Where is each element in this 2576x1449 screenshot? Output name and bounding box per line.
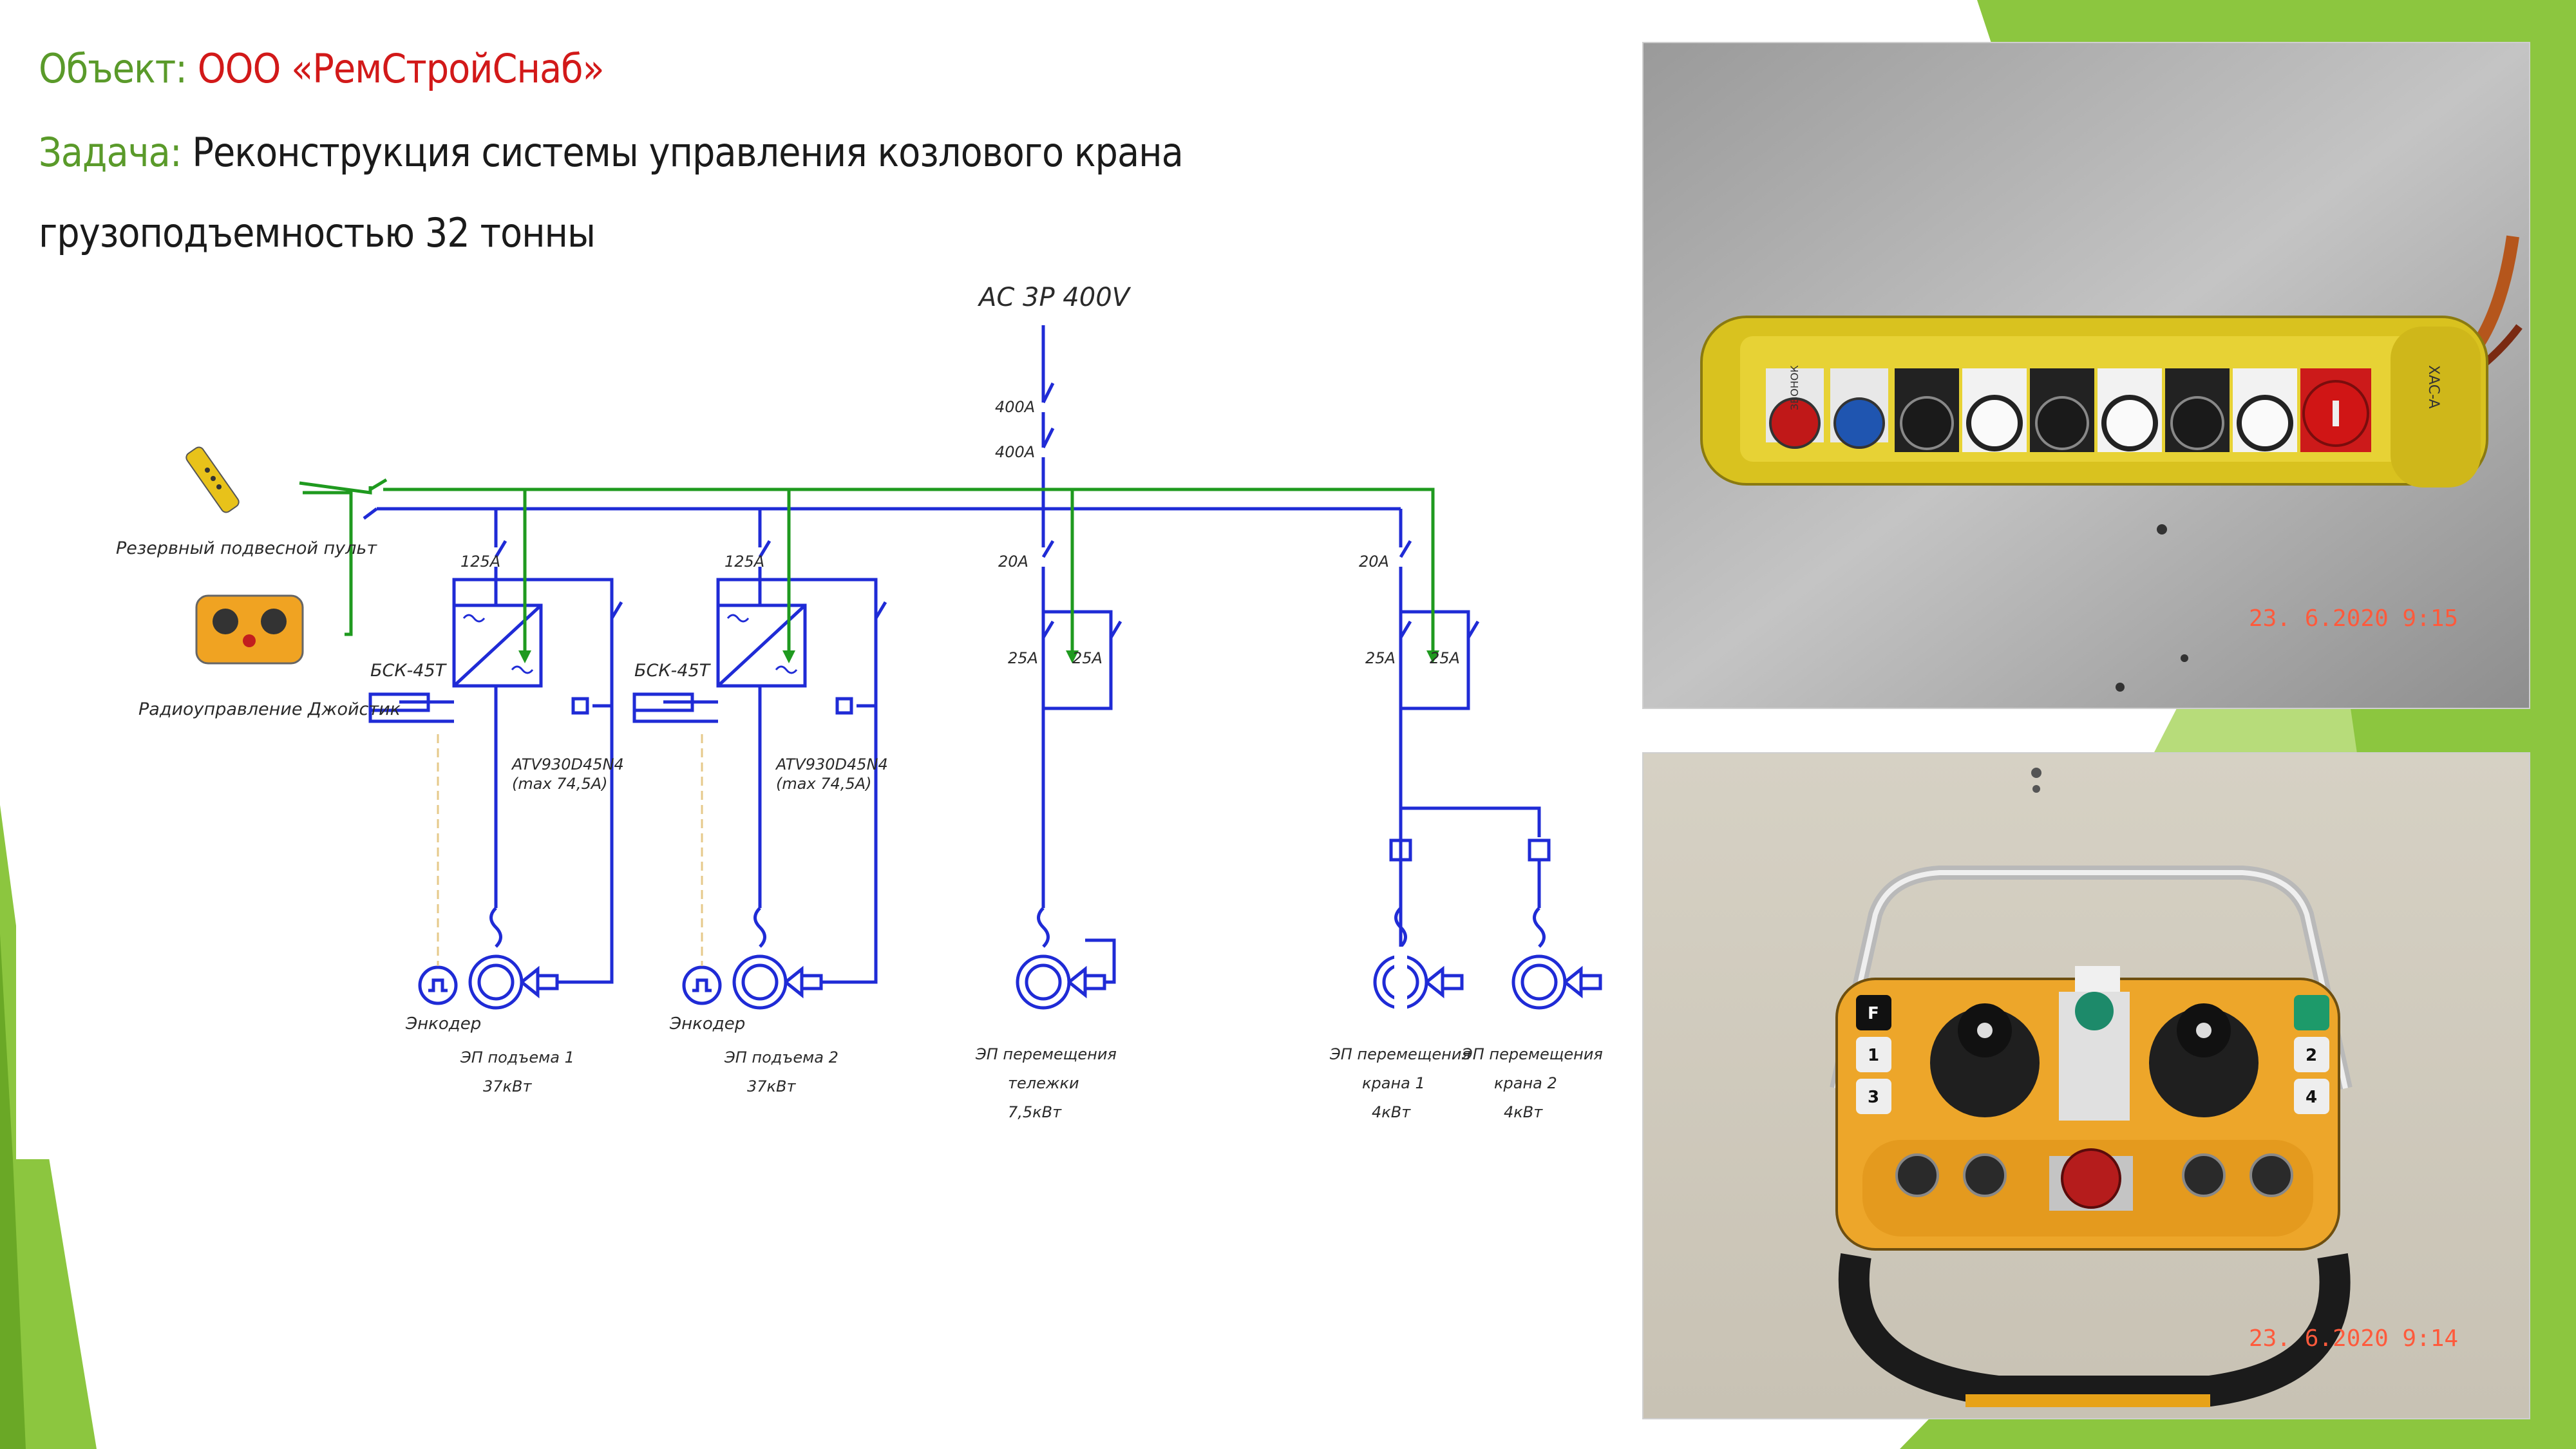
drive-2-max-label: (max 74,5A) — [776, 775, 872, 793]
pendant-photo-timestamp: 23. 6.2020 9:15 — [2249, 605, 2458, 632]
motor-hoist2-name: ЭП подъема 2 — [724, 1048, 838, 1066]
task-line: Задача: Реконструкция системы управления… — [39, 129, 1184, 176]
backup-pendant-label: Резервный подвесной пульт — [116, 538, 377, 558]
radio-joystick-photo: F 1 3 2 4 23. 6.2020 9:14 — [1642, 752, 2530, 1419]
task-value-line1: Реконструкция системы управления козлово… — [192, 129, 1183, 176]
radio-joystick-label: Радиоуправление Джойстик — [138, 699, 401, 719]
motor-hoist1-name: ЭП подъема 1 — [460, 1048, 574, 1066]
green-arrowheads — [518, 650, 1439, 663]
joystick-key-4: 4 — [2306, 1088, 2317, 1107]
motor-crane2-power: 4кВт — [1504, 1103, 1543, 1121]
contactor-trolley-a-label: 25A — [1008, 649, 1038, 667]
motor-crane1-name2: крана 1 — [1362, 1074, 1425, 1092]
drive-2-model-label: ATV930D45N4 — [775, 755, 888, 773]
breaker-main-1-label: 400A — [995, 398, 1035, 416]
motor-crane1-power: 4кВт — [1372, 1103, 1411, 1121]
brake-resistor-2-label: БСК-45Т — [634, 661, 712, 681]
breaker-hoist2-label: 125A — [724, 553, 764, 571]
breaker-crane-label: 20A — [1359, 553, 1389, 571]
encoder-links — [437, 734, 703, 966]
joystick-key-2: 2 — [2306, 1046, 2317, 1065]
motor-crane1-name: ЭП перемещения — [1329, 1045, 1471, 1063]
object-line: Объект: ООО «РемСтройСнаб» — [39, 45, 605, 92]
motor-hoist1-power: 37кВт — [483, 1077, 533, 1095]
radio-joystick-icon — [195, 594, 304, 665]
joystick-photo-timestamp: 23. 6.2020 9:14 — [2249, 1325, 2458, 1352]
pendant-button-label: ЗВОНОК — [1788, 365, 1801, 410]
green-control-wiring — [299, 478, 1435, 650]
joystick-key-f: F — [1868, 1004, 1879, 1023]
joystick-photo-illustration: F 1 3 2 4 23. 6.2020 9:14 — [1643, 753, 2529, 1418]
backup-pendant-icon — [185, 446, 240, 513]
pendant-buttons — [1766, 368, 2371, 452]
blue-power-wiring — [363, 325, 1602, 1108]
brake-resistor-1-label: БСК-45Т — [370, 661, 448, 681]
motor-hoist2-power: 37кВт — [747, 1077, 797, 1095]
encoder-2-label: Энкодер — [669, 1014, 745, 1034]
motor-crane2-name2: крана 2 — [1494, 1074, 1557, 1092]
motor-trolley-name2: тележки — [1008, 1074, 1079, 1092]
task-label: Задача: — [39, 129, 182, 176]
task-line-2: грузоподъемностью 32 тонны — [39, 209, 596, 256]
object-value: ООО «РемСтройСнаб» — [197, 45, 605, 92]
motor-crane2-name: ЭП перемещения — [1461, 1045, 1603, 1063]
task-value-line2: грузоподъемностью 32 тонны — [39, 209, 596, 256]
motor-trolley-power: 7,5кВт — [1008, 1103, 1062, 1121]
contactor-crane-a-label: 25A — [1365, 649, 1396, 667]
supply-label: AC 3P 400V — [977, 283, 1132, 312]
drive-1-model-label: ATV930D45N4 — [511, 755, 624, 773]
control-system-schematic: AC 3P 400V — [16, 270, 1633, 1159]
motor-trolley-name: ЭП перемещения — [975, 1045, 1117, 1063]
joystick-key-3: 3 — [1868, 1088, 1879, 1107]
object-label: Объект: — [39, 45, 187, 92]
encoder-1-label: Энкодер — [405, 1014, 481, 1034]
contactor-crane-b-label: 25A — [1430, 649, 1460, 667]
breaker-main-2-label: 400A — [995, 443, 1035, 461]
breaker-hoist1-label: 125A — [460, 553, 500, 571]
pendant-control-photo: XAC-A ЗВОНОК 23. 6.2020 9:15 — [1642, 42, 2530, 709]
pendant-side-text: XAC-A — [2425, 365, 2441, 409]
drive-1-max-label: (max 74,5A) — [512, 775, 608, 793]
breaker-trolley-label: 20A — [998, 553, 1028, 571]
joystick-key-1: 1 — [1868, 1046, 1879, 1065]
drive-symbols — [462, 614, 798, 674]
contactor-trolley-b-label: 25A — [1072, 649, 1103, 667]
pendant-photo-illustration: XAC-A ЗВОНОК 23. 6.2020 9:15 — [1643, 43, 2529, 708]
